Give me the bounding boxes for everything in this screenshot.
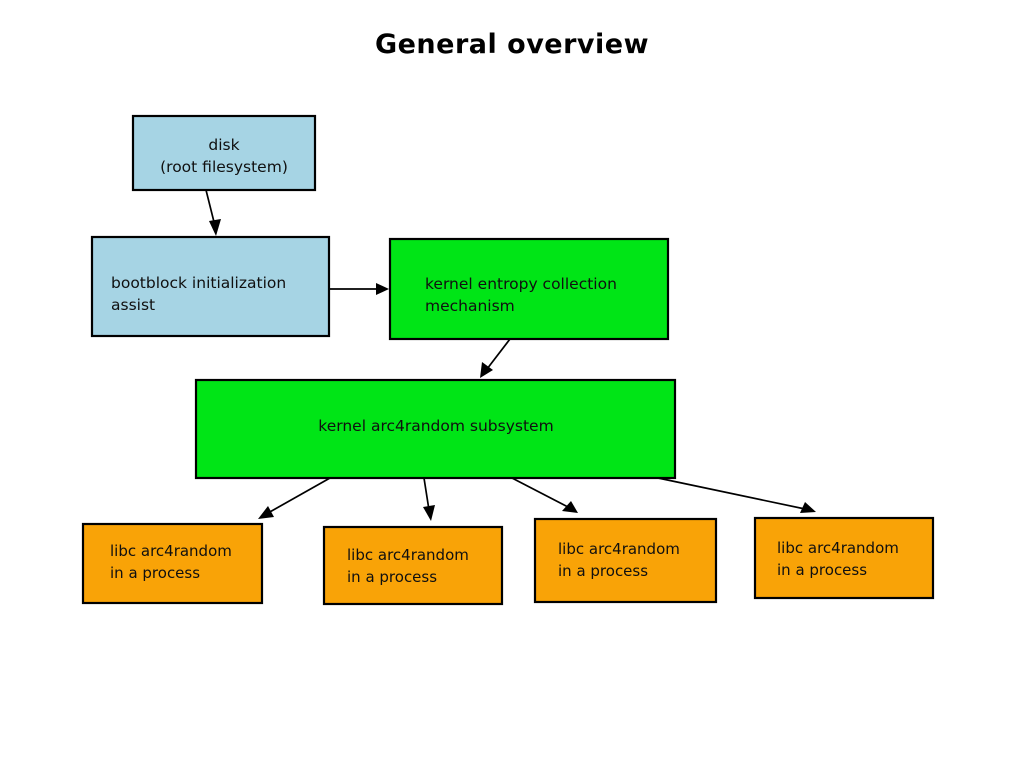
node-kernel-entropy-label-line1: kernel entropy collection <box>425 275 617 293</box>
edge-subsystem-to-libc-process-1 <box>258 477 331 519</box>
node-kernel-entropy-shape <box>388 237 670 341</box>
node-libc-process-4[interactable]: libc arc4random in a process <box>753 516 935 600</box>
node-libc-process-1-shape <box>81 522 264 605</box>
node-bootblock[interactable]: bootblock initialization assist <box>90 235 331 338</box>
node-disk-label-line1: disk <box>208 136 239 154</box>
edge-disk-to-bootblock <box>205 189 221 236</box>
node-kernel-entropy[interactable]: kernel entropy collection mechanism <box>388 237 670 341</box>
node-kernel-entropy-label-line2: mechanism <box>425 297 515 315</box>
node-bootblock-label-line1: bootblock initialization <box>111 274 286 292</box>
node-libc-process-1-label-line1: libc arc4random <box>110 542 232 560</box>
node-bootblock-shape <box>90 235 331 338</box>
edge-entropy-to-subsystem <box>480 338 511 378</box>
edge-subsystem-to-libc-process-2 <box>423 477 435 521</box>
node-libc-process-2-label-line2: in a process <box>347 568 437 586</box>
node-bootblock-label-line2: assist <box>111 296 155 314</box>
node-libc-process-4-shape <box>753 516 935 600</box>
node-libc-process-2-shape <box>322 525 504 606</box>
node-libc-process-2[interactable]: libc arc4random in a process <box>322 525 504 606</box>
node-libc-process-3-label-line2: in a process <box>558 562 648 580</box>
edge-bootblock-to-entropy <box>329 283 389 295</box>
node-kernel-arc4random-subsystem[interactable]: kernel arc4random subsystem <box>194 378 677 480</box>
node-libc-process-2-label-line1: libc arc4random <box>347 546 469 564</box>
node-kernel-arc4random-subsystem-label: kernel arc4random subsystem <box>318 417 553 435</box>
node-libc-process-3[interactable]: libc arc4random in a process <box>533 517 718 604</box>
node-libc-process-3-shape <box>533 517 718 604</box>
node-libc-process-4-label-line2: in a process <box>777 561 867 579</box>
edge-subsystem-to-libc-process-4 <box>657 477 816 513</box>
node-disk-shape <box>131 114 317 192</box>
node-libc-process-4-label-line1: libc arc4random <box>777 539 899 557</box>
node-libc-process-1[interactable]: libc arc4random in a process <box>81 522 264 605</box>
node-libc-process-1-label-line2: in a process <box>110 564 200 582</box>
edge-subsystem-to-libc-process-3 <box>511 477 578 513</box>
node-disk[interactable]: disk (root filesystem) <box>131 114 317 192</box>
page-title: General overview <box>375 29 649 60</box>
node-libc-process-3-label-line1: libc arc4random <box>558 540 680 558</box>
node-kernel-arc4random-subsystem-shape <box>194 378 677 480</box>
node-disk-label-line2: (root filesystem) <box>160 158 288 176</box>
